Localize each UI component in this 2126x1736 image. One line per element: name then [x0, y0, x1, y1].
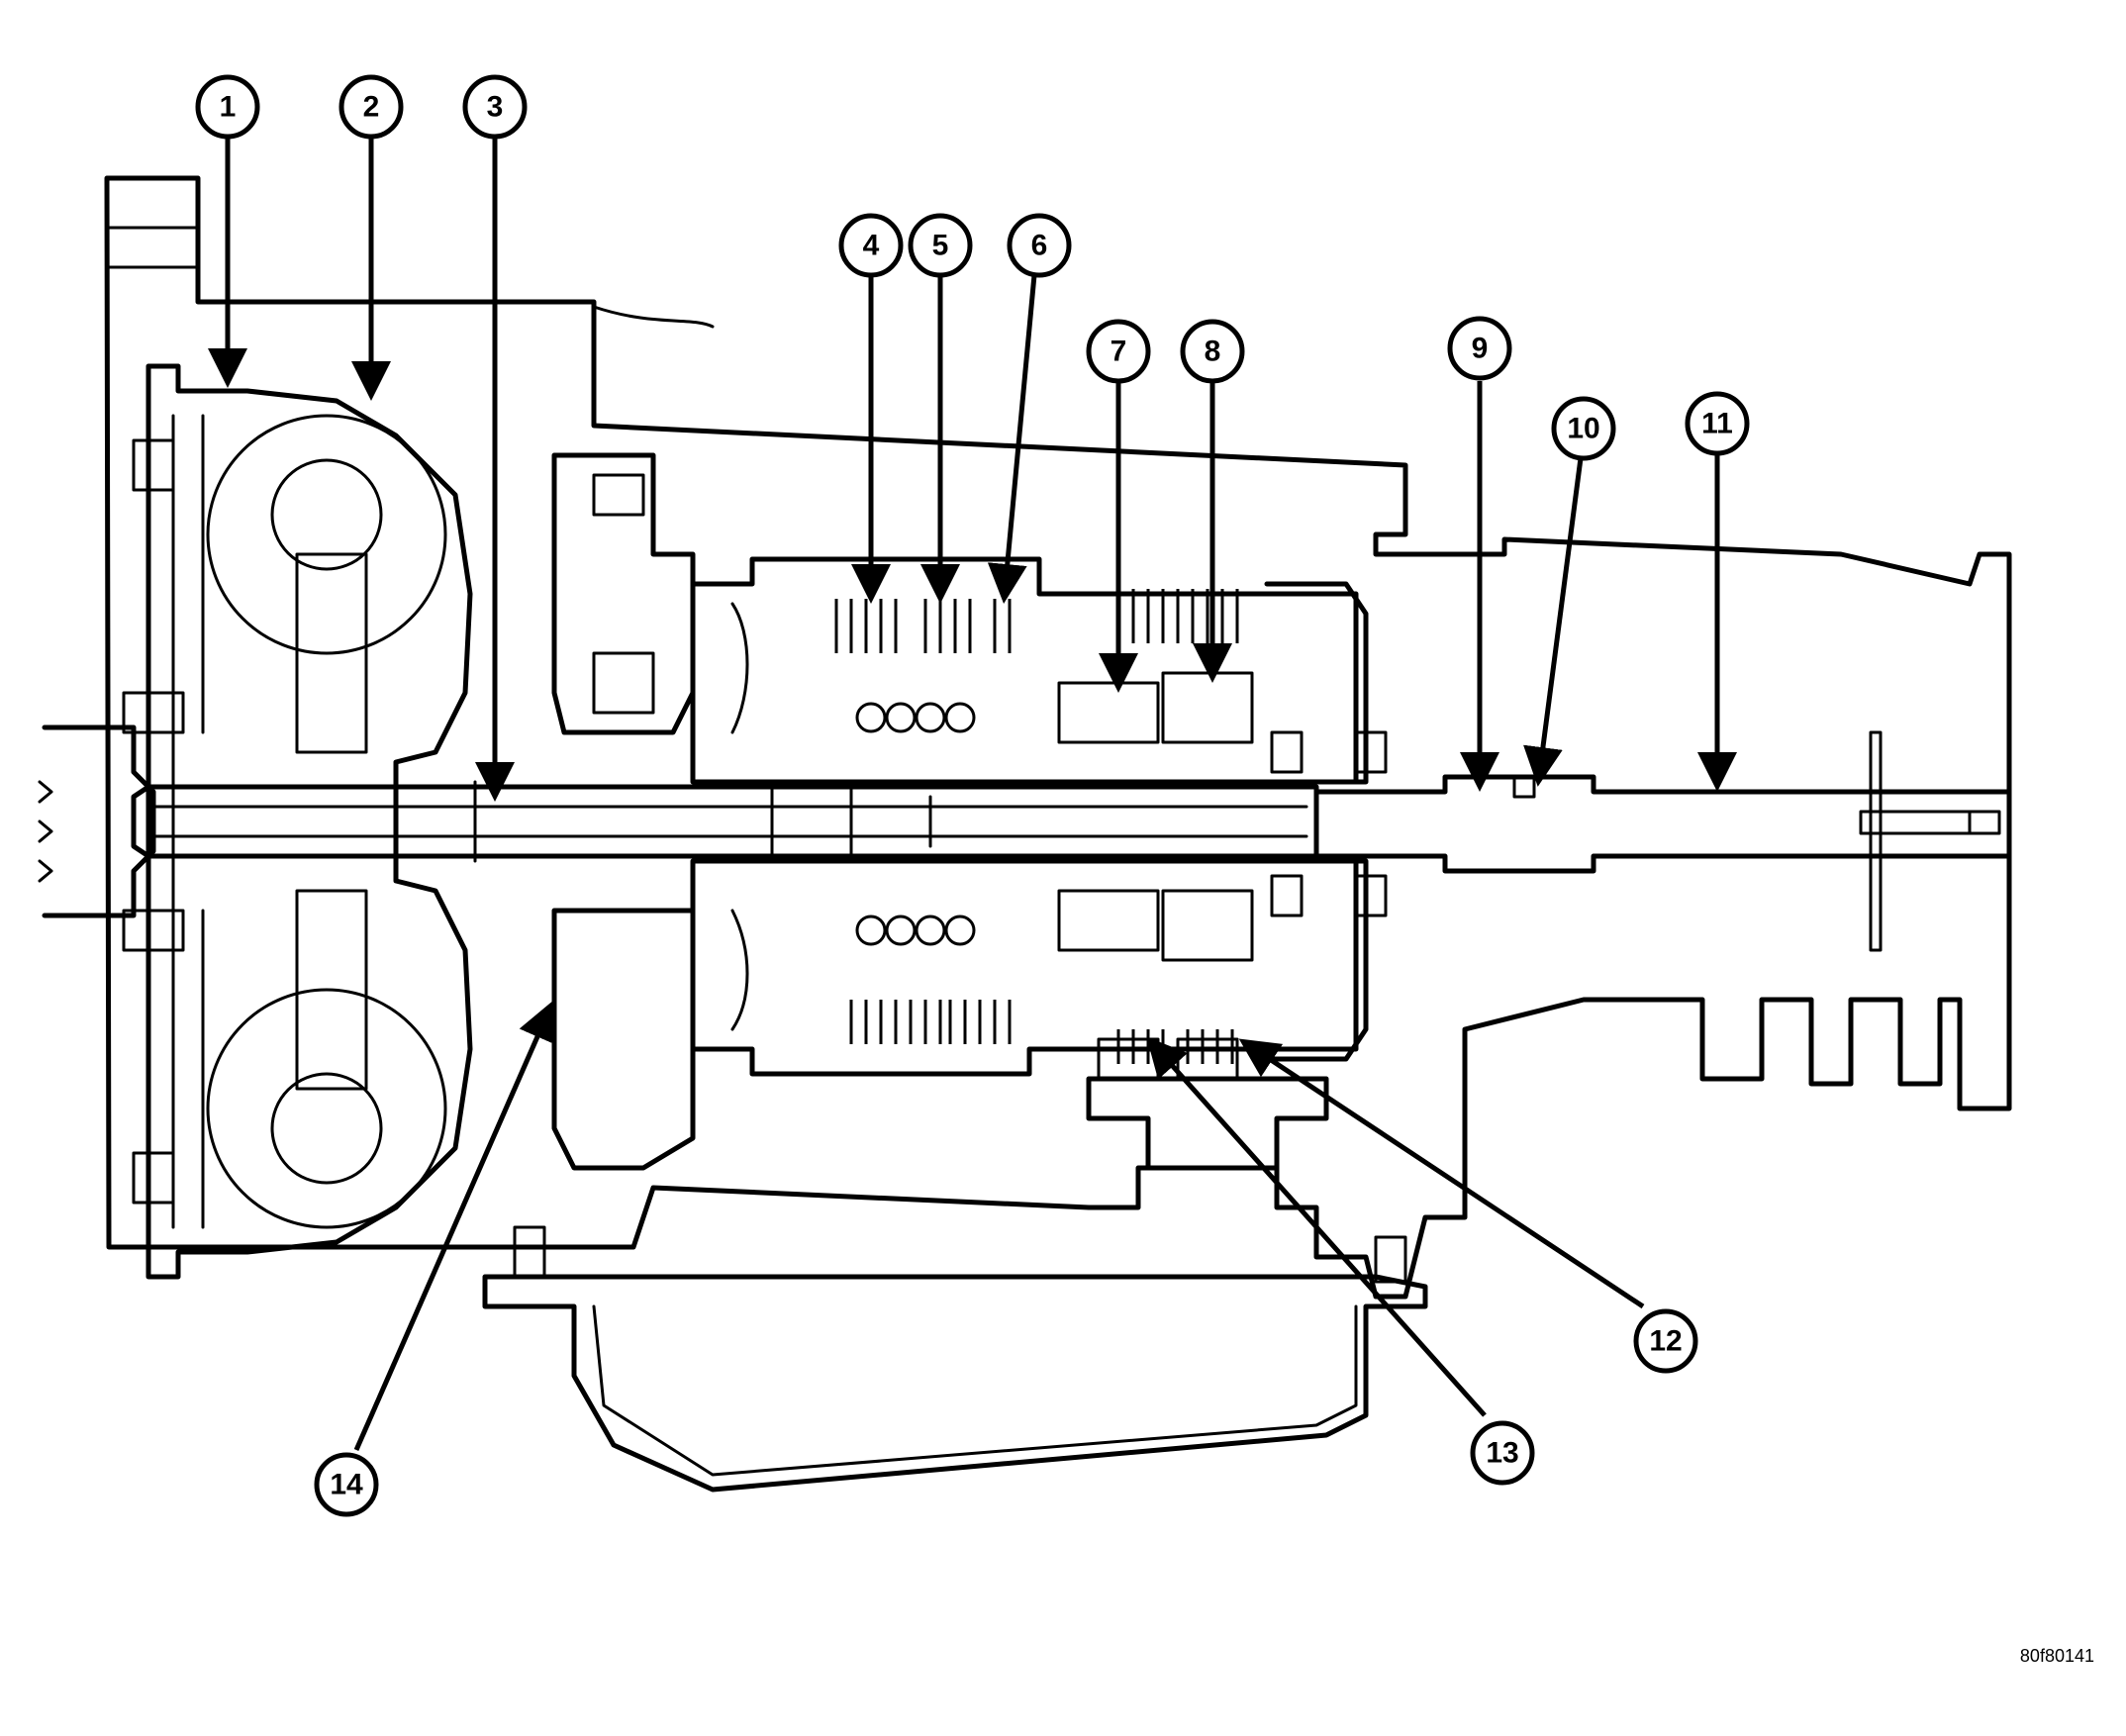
callout-7: 7 [1086, 319, 1151, 384]
callout-6: 6 [1007, 213, 1072, 278]
svg-text:11: 11 [1701, 408, 1733, 440]
svg-text:8: 8 [1205, 336, 1221, 368]
svg-text:2: 2 [363, 91, 380, 124]
output-shaft [1313, 774, 2012, 874]
svg-text:9: 9 [1472, 333, 1489, 365]
oil-pump-housing [551, 452, 696, 1171]
clutch-packs-upper [690, 556, 1359, 785]
callout-2: 2 [338, 74, 404, 140]
svg-text:6: 6 [1031, 230, 1048, 262]
transmission-case-outline [104, 175, 2012, 1300]
callout-10: 10 [1551, 396, 1616, 461]
rear-bearing-region [1264, 581, 1883, 1062]
figure-id-label: 80f80141 [2019, 1646, 2094, 1666]
callout-4: 4 [838, 213, 904, 278]
svg-text:3: 3 [487, 91, 504, 124]
callout-13: 13 [1470, 1420, 1535, 1486]
engine-flange [38, 724, 156, 918]
callout-9: 9 [1447, 316, 1512, 381]
svg-text:12: 12 [1649, 1325, 1682, 1358]
callout-1: 1 [195, 74, 260, 140]
callout-14: 14 [314, 1452, 379, 1517]
svg-text:5: 5 [932, 230, 949, 262]
callout-8: 8 [1180, 319, 1245, 384]
leader-lines [208, 137, 1737, 1452]
clutch-packs-lower [690, 858, 1359, 1077]
oil-pan [482, 1225, 1428, 1493]
svg-text:13: 13 [1486, 1437, 1518, 1470]
svg-text:4: 4 [863, 230, 880, 262]
svg-text:7: 7 [1111, 336, 1127, 368]
callout-12: 12 [1633, 1308, 1698, 1374]
svg-text:10: 10 [1567, 413, 1599, 445]
torque-converter [122, 363, 473, 1280]
callout-11: 11 [1685, 391, 1750, 456]
svg-text:1: 1 [220, 91, 237, 124]
callout-3: 3 [462, 74, 528, 140]
callout-5: 5 [908, 213, 973, 278]
svg-text:14: 14 [330, 1469, 363, 1501]
input-shaft [131, 780, 1319, 863]
